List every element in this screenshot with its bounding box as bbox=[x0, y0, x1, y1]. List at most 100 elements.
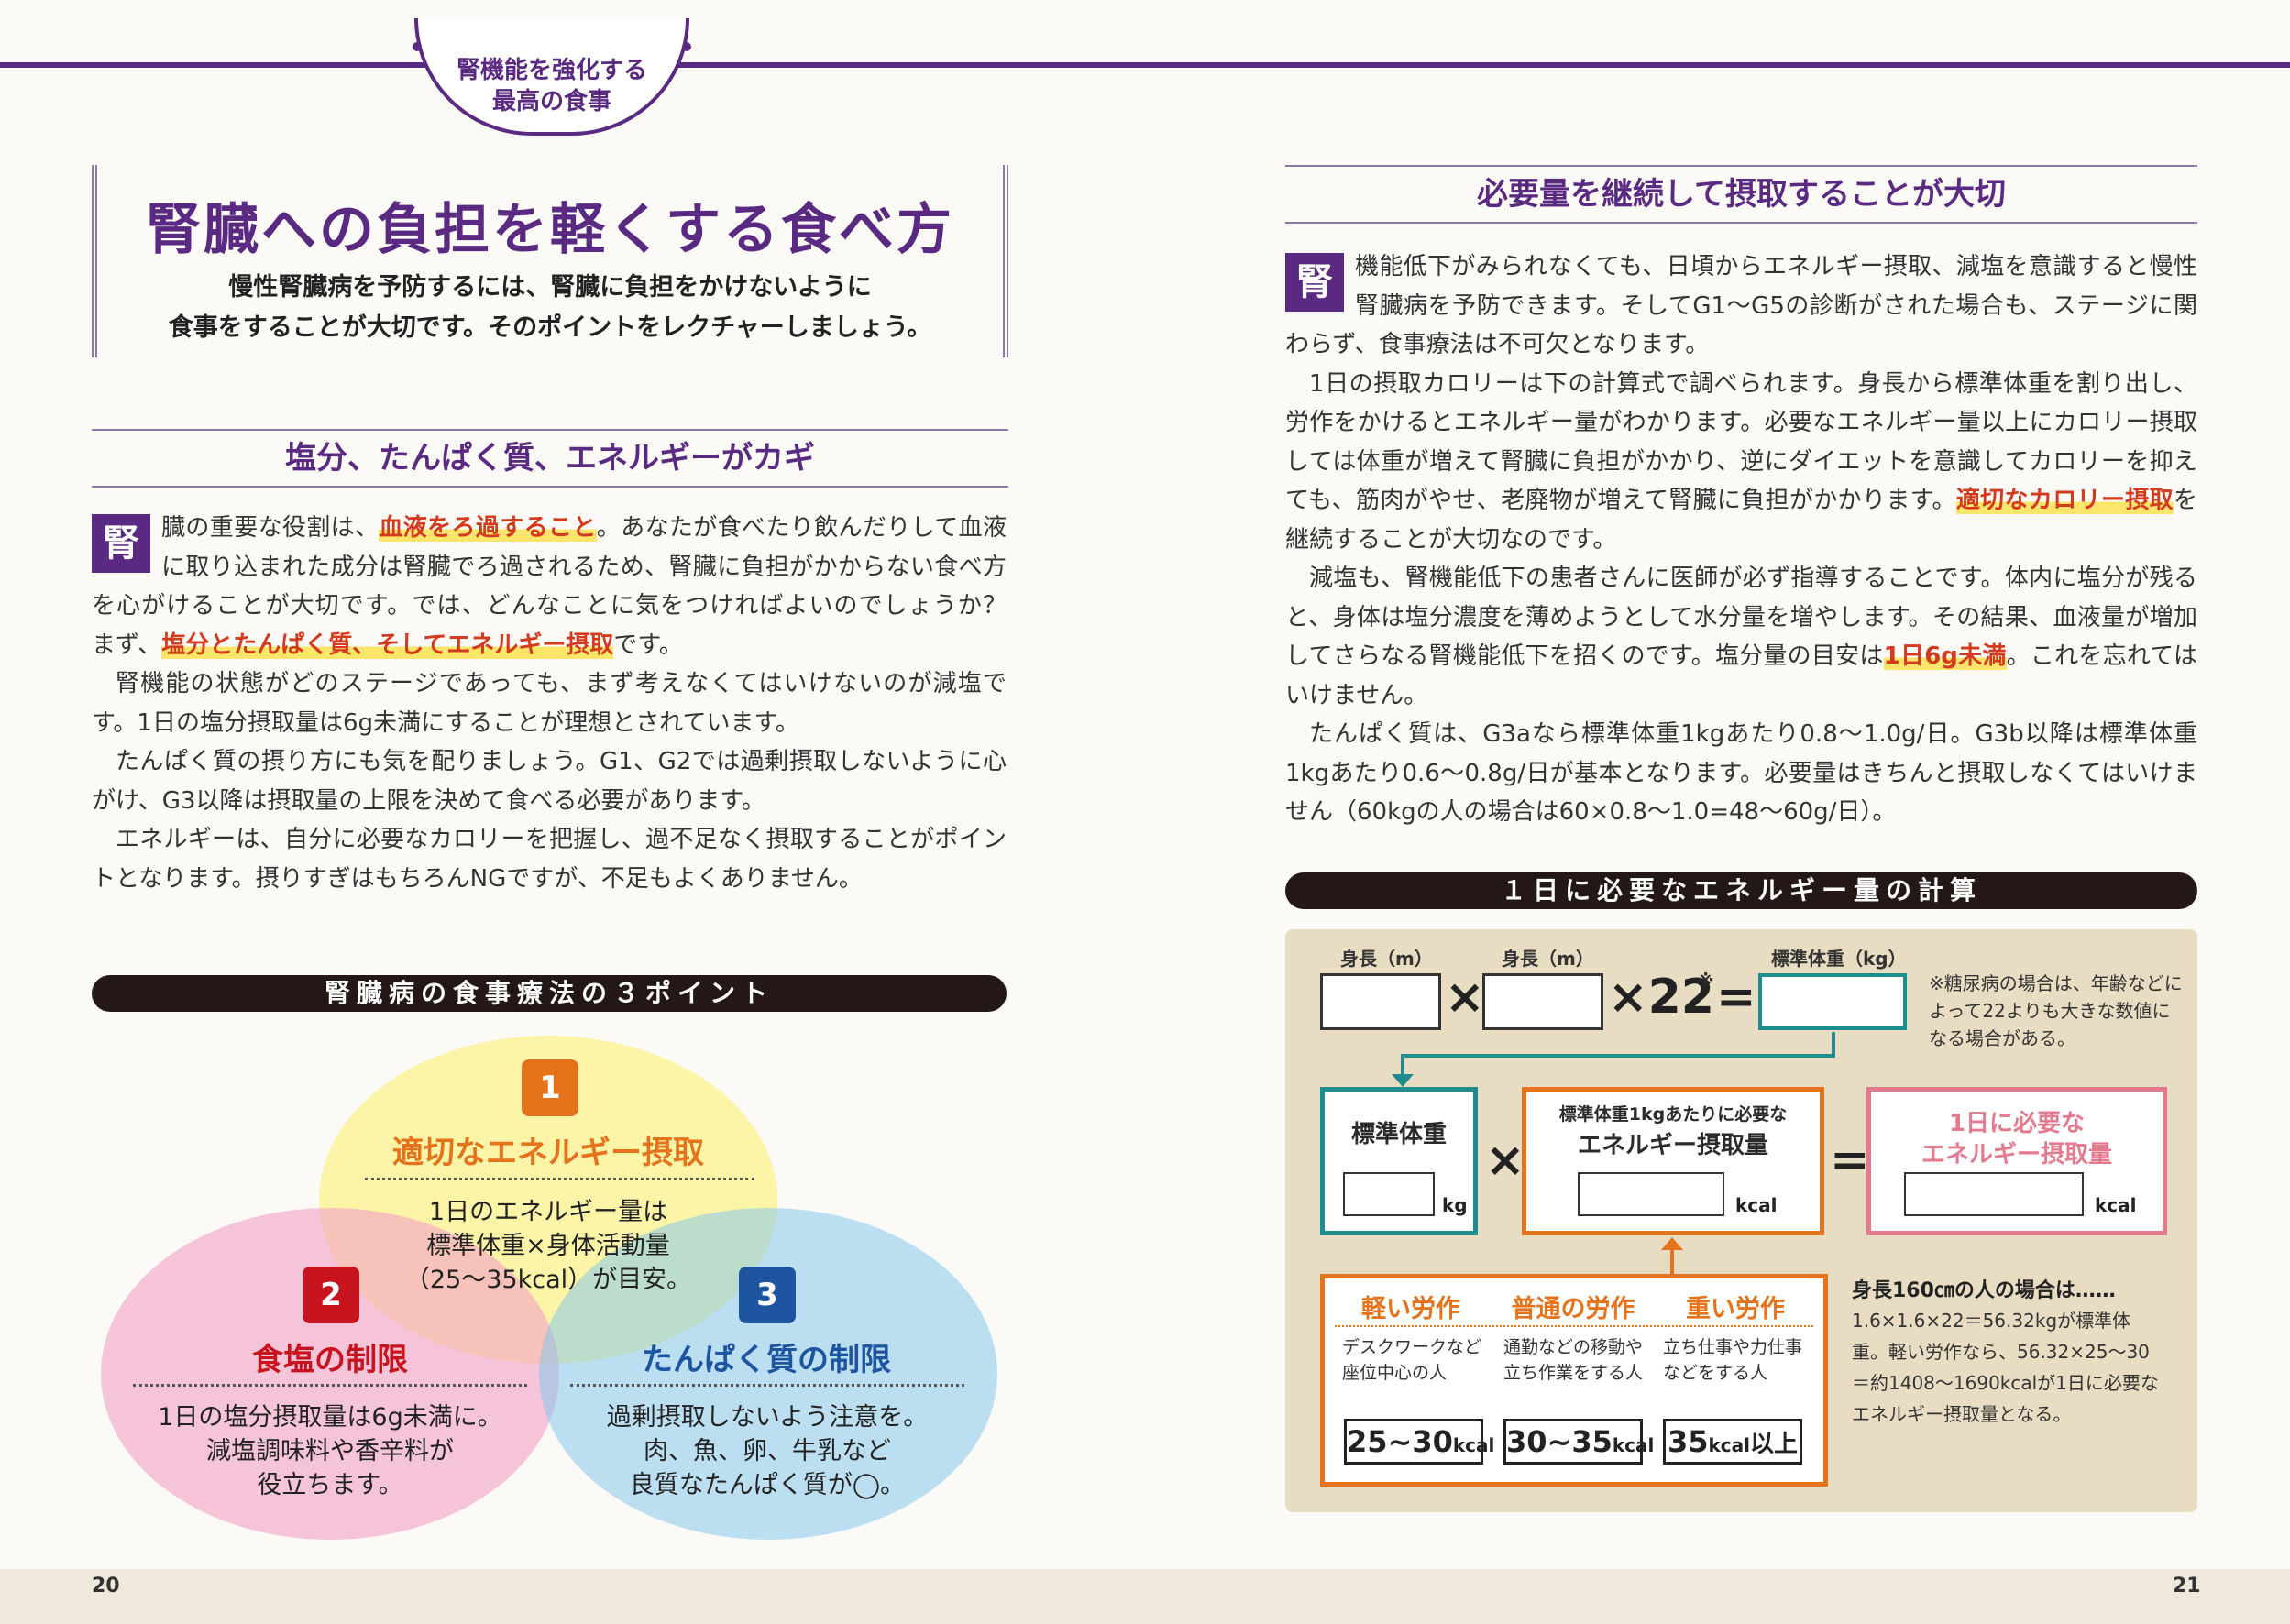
calc-heading: １日に必要なエネルギー量の計算 bbox=[1285, 872, 2197, 909]
labor-light-desc: デスクワークなど座位中心の人 bbox=[1342, 1337, 1482, 1383]
point-1-title: 適切なエネルギー摂取 bbox=[392, 1135, 704, 1171]
diabetes-note: ※糖尿病の場合は、年齢などによって22よりも大きな数値になる場合がある。 bbox=[1929, 972, 2183, 1049]
point-1-line1: 1日のエネルギー量は bbox=[428, 1198, 668, 1226]
point-3-badge: 3 bbox=[739, 1267, 796, 1323]
teal-connector-horizontal bbox=[1401, 1054, 1835, 1058]
badge-line1: 腎機能を強化する bbox=[456, 57, 647, 84]
label-height-1: 身長（m） bbox=[1340, 948, 1433, 970]
daily-energy-title-1: 1日に必要な bbox=[1948, 1110, 2086, 1137]
left-paragraph-2: 腎機能の状態がどのステージであっても、まず考えなくてはいけないのが減塩です。1日… bbox=[92, 670, 1007, 737]
per-kg-energy-title-small: 標準体重1kgあたりに必要な bbox=[1558, 1104, 1788, 1125]
point-3-rule bbox=[570, 1384, 964, 1387]
left-paragraph-1: 腎臓の重要な役割は、血液をろ過すること。あなたが食べたり飲んだりして血液に取り込… bbox=[92, 509, 1030, 664]
point-1-badge: 1 bbox=[522, 1059, 578, 1116]
right-p1: 機能低下がみられなくても、日頃からエネルギー摂取、減塩を意識すると慢性腎臓病を予… bbox=[1285, 253, 2197, 358]
point-3-line3: 良質なたんぱく質が◯。 bbox=[629, 1471, 906, 1499]
labor-heavy-value: 35kcal以上 bbox=[1663, 1419, 1802, 1465]
page-title: 腎臓への負担を軽くする食べ方 bbox=[146, 198, 954, 262]
point-2-line2: 減塩調味料や香辛料が bbox=[206, 1437, 454, 1465]
left-p1-a: 臓の重要な役割は、 bbox=[161, 514, 380, 542]
labor-heavy-desc: 立ち仕事や力仕事などをする人 bbox=[1663, 1337, 1803, 1383]
right-paragraph-3: 減塩も、腎機能低下の患者さんに医師が必ず指導することです。体内に塩分が残ると、身… bbox=[1285, 559, 2197, 715]
daily-energy-frame: 1日に必要な エネルギー摂取量 kcal bbox=[1866, 1087, 2167, 1235]
per-kg-energy-unit: kcal bbox=[1735, 1194, 1778, 1216]
daily-energy-unit: kcal bbox=[2095, 1194, 2137, 1216]
point-1-line2: 標準体重×身体活動量 bbox=[426, 1232, 670, 1260]
right-highlight-2: 1日6g未満 bbox=[1883, 642, 2007, 670]
labor-normal-title: 普通の労作 bbox=[1511, 1295, 1635, 1323]
right-highlight-1: 適切なカロリー摂取 bbox=[1955, 487, 2174, 514]
header-rule bbox=[0, 62, 2290, 68]
equals-sign-1: = bbox=[1716, 970, 1756, 1025]
labor-title-rule bbox=[1335, 1325, 1813, 1327]
point-3-title: たんぱく質の制限 bbox=[642, 1342, 891, 1378]
point-1-rule bbox=[365, 1178, 754, 1180]
right-p2-b: を継続することが大切なのです。 bbox=[1285, 487, 2197, 554]
right-p2-a: 1日の摂取カロリーは下の計算式で調べられます。身長から標準体重を割り出し、労作を… bbox=[1285, 369, 2197, 515]
labor-light-title: 軽い労作 bbox=[1361, 1295, 1460, 1323]
standard-weight-value-input[interactable] bbox=[1343, 1172, 1435, 1216]
point-2-body: 1日の塩分摂取量は6g未満に。 減塩調味料や香辛料が 役立ちます。 bbox=[133, 1400, 527, 1502]
right-section-heading: 必要量を継続して摂取することが大切 bbox=[1285, 165, 2197, 224]
point-2-badge: 2 bbox=[303, 1267, 359, 1323]
lead-line2: 食事をすることが大切です。そのポイントをレクチャーしましょう。 bbox=[168, 313, 932, 342]
times-sign-2: × bbox=[1485, 1133, 1525, 1188]
right-p3-b: 。これを忘れてはいけません。 bbox=[1285, 642, 2198, 709]
badge-line2: 最高の食事 bbox=[491, 88, 611, 115]
left-highlight-2: 塩分とたんぱく質、そしてエネルギー摂取 bbox=[161, 631, 614, 659]
point-3-line2: 肉、魚、卵、牛乳など bbox=[644, 1437, 891, 1465]
point-2-line1: 1日の塩分摂取量は6g未満に。 bbox=[158, 1403, 502, 1432]
left-highlight-1: 血液をろ過すること bbox=[379, 514, 597, 542]
left-paragraph-4: エネルギーは、自分に必要なカロリーを把握し、過不足なく摂取することがポイントとな… bbox=[92, 826, 1007, 893]
labor-normal-value: 30~35kcal bbox=[1503, 1419, 1654, 1465]
left-p1-b: 。あなたが食べたり飲んだりして血液に取り込まれた成分は腎臓でろ過されるため、腎臓… bbox=[92, 514, 1031, 659]
example-body: 1.6×1.6×22＝56.32kgが標準体重。軽い労作なら、56.32×25〜… bbox=[1852, 1310, 2159, 1425]
height-input-2[interactable] bbox=[1482, 973, 1603, 1030]
left-body-text: 腎臓の重要な役割は、血液をろ過すること。あなたが食べたり飲んだりして血液に取り込… bbox=[92, 509, 1030, 898]
per-kg-energy-input[interactable] bbox=[1578, 1172, 1724, 1216]
right-paragraph-4: たんぱく質は、G3aなら標準体重1kgあたり0.8〜1.0g/日。G3b以降は標… bbox=[1285, 720, 2197, 826]
title-box: 腎臓への負担を軽くする食べ方 慢性腎臓病を予防するには、腎臓に負担をかけないよう… bbox=[92, 165, 1008, 357]
left-section-heading: 塩分、たんぱく質、エネルギーがカギ bbox=[92, 429, 1008, 488]
labor-heavy-suffix: 以上 bbox=[1750, 1431, 1799, 1458]
per-kg-energy-title: エネルギー摂取量 bbox=[1577, 1132, 1768, 1159]
title-lead: 慢性腎臓病を予防するには、腎臓に負担をかけないように 食事をすることが大切です。… bbox=[97, 268, 1003, 348]
labor-normal-unit: kcal bbox=[1612, 1434, 1655, 1456]
multiplier-22: ×22 bbox=[1608, 970, 1714, 1025]
venn-circle-salt bbox=[101, 1208, 559, 1540]
labor-light-value: 25~30kcal bbox=[1344, 1419, 1494, 1465]
point-2-title: 食塩の制限 bbox=[252, 1342, 408, 1378]
points-heading: 腎臓病の食事療法の３ポイント bbox=[92, 975, 1007, 1012]
standard-weight-input[interactable] bbox=[1758, 973, 1907, 1030]
footer-band bbox=[0, 1569, 2290, 1624]
point-2-rule bbox=[133, 1384, 527, 1387]
daily-energy-input[interactable] bbox=[1904, 1172, 2084, 1216]
orange-arrow-icon bbox=[1661, 1237, 1683, 1250]
daily-energy-title-2: エネルギー摂取量 bbox=[1921, 1141, 2112, 1169]
badge-dot-left bbox=[413, 42, 422, 51]
chapter-badge: 腎機能を強化する 最高の食事 bbox=[413, 18, 691, 136]
right-body-text: 腎機能低下がみられなくても、日頃からエネルギー摂取、減塩を意識すると慢性腎臓病を… bbox=[1285, 247, 2197, 832]
standard-weight-unit: kg bbox=[1442, 1194, 1468, 1216]
right-p3-a: 減塩も、腎機能低下の患者さんに医師が必ず指導することです。体内に塩分が残ると、身… bbox=[1285, 565, 2197, 670]
lead-line1: 慢性腎臓病を予防するには、腎臓に負担をかけないように bbox=[228, 273, 872, 302]
labor-normal-number: 30~35 bbox=[1506, 1424, 1613, 1459]
right-paragraph-1: 腎機能低下がみられなくても、日頃からエネルギー摂取、減塩を意識すると慢性腎臓病を… bbox=[1285, 247, 2197, 365]
venn-circle-protein bbox=[539, 1208, 997, 1540]
page-number-left: 20 bbox=[92, 1575, 120, 1597]
labor-heavy-title: 重い労作 bbox=[1686, 1295, 1785, 1323]
teal-connector-down bbox=[1401, 1054, 1404, 1074]
example-title: 身長160㎝の人の場合は…… bbox=[1852, 1279, 2116, 1302]
point-2-line3: 役立ちます。 bbox=[257, 1471, 403, 1499]
standard-weight-frame-title: 標準体重 bbox=[1350, 1121, 1447, 1148]
labor-heavy-number: 35 bbox=[1667, 1424, 1709, 1459]
standard-weight-frame: 標準体重 kg bbox=[1320, 1087, 1478, 1235]
right-paragraph-2: 1日の摂取カロリーは下の計算式で調べられます。身長から標準体重を割り出し、労作を… bbox=[1285, 365, 2197, 560]
times-sign-1: × bbox=[1445, 970, 1485, 1025]
point-3-line1: 過剰摂取しないよう注意を。 bbox=[606, 1403, 929, 1432]
label-height-2: 身長（m） bbox=[1502, 948, 1594, 970]
labor-light-number: 25~30 bbox=[1347, 1424, 1453, 1459]
left-dropcap: 腎 bbox=[92, 514, 150, 573]
point-1-line3: （25〜35kcal）が目安。 bbox=[404, 1266, 692, 1294]
height-input-1[interactable] bbox=[1320, 973, 1441, 1030]
